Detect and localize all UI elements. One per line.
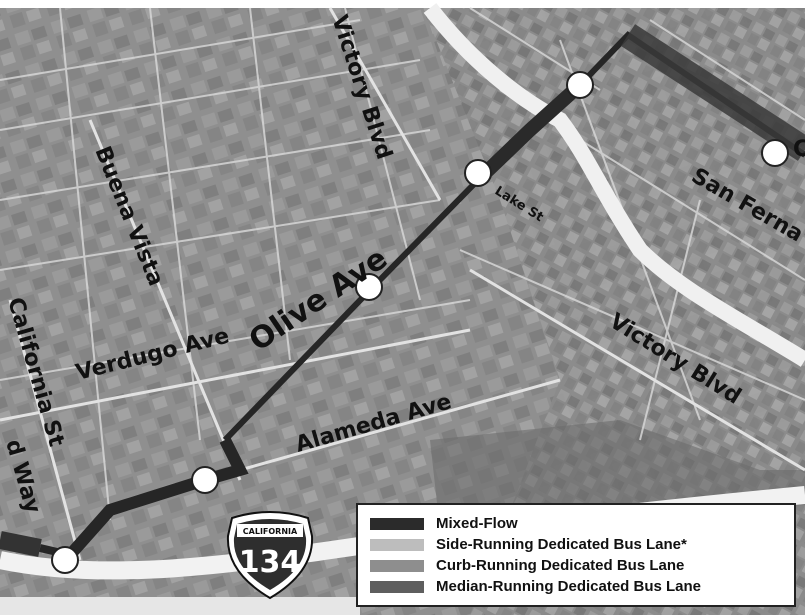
map-legend: Mixed-Flow Side-Running Dedicated Bus La… bbox=[356, 503, 796, 607]
major-streets bbox=[0, 7, 805, 561]
legend-label: Curb-Running Dedicated Bus Lane bbox=[436, 557, 685, 574]
bus-stop[interactable] bbox=[355, 273, 383, 301]
top-margin bbox=[0, 0, 805, 8]
bus-stops bbox=[51, 71, 789, 574]
minor-streets bbox=[0, 7, 805, 521]
bus-stop[interactable] bbox=[51, 546, 79, 574]
legend-item: Median-Running Dedicated Bus Lane bbox=[370, 576, 782, 597]
legend-label: Mixed-Flow bbox=[436, 515, 518, 532]
legend-item: Side-Running Dedicated Bus Lane* bbox=[370, 534, 782, 555]
freeway-ring bbox=[423, 3, 805, 367]
bus-stop[interactable] bbox=[464, 159, 492, 187]
legend-swatch bbox=[370, 580, 424, 593]
label-c-partial: C bbox=[793, 137, 805, 162]
legend-item: Mixed-Flow bbox=[370, 513, 782, 534]
route-upper-wide-segment bbox=[475, 79, 585, 184]
victory-blvd-north-street bbox=[328, 7, 442, 201]
shield-route-number: 134 bbox=[239, 545, 302, 580]
legend-swatch bbox=[370, 517, 424, 530]
buena-vista-street bbox=[88, 119, 242, 481]
bus-stop[interactable] bbox=[191, 466, 219, 494]
legend-label: Side-Running Dedicated Bus Lane* bbox=[436, 536, 687, 553]
verdugo-ave-street bbox=[0, 328, 471, 422]
victory-blvd-east-street bbox=[469, 268, 805, 472]
bus-stop[interactable] bbox=[566, 71, 594, 99]
highway-134-shield-icon: CALIFORNIA 134 bbox=[226, 511, 314, 600]
california-st-street bbox=[8, 299, 82, 561]
legend-swatch bbox=[370, 559, 424, 572]
route-west-stub bbox=[0, 531, 42, 557]
legend-label: Median-Running Dedicated Bus Lane bbox=[436, 578, 702, 595]
bottom-strip bbox=[0, 597, 360, 615]
route-san-fernando-segment bbox=[620, 24, 805, 161]
legend-item: Curb-Running Dedicated Bus Lane bbox=[370, 555, 782, 576]
legend-swatch bbox=[370, 538, 424, 551]
shield-state-label: CALIFORNIA bbox=[243, 527, 298, 536]
alameda-ave-street bbox=[239, 378, 561, 472]
bus-stop[interactable] bbox=[761, 139, 789, 167]
